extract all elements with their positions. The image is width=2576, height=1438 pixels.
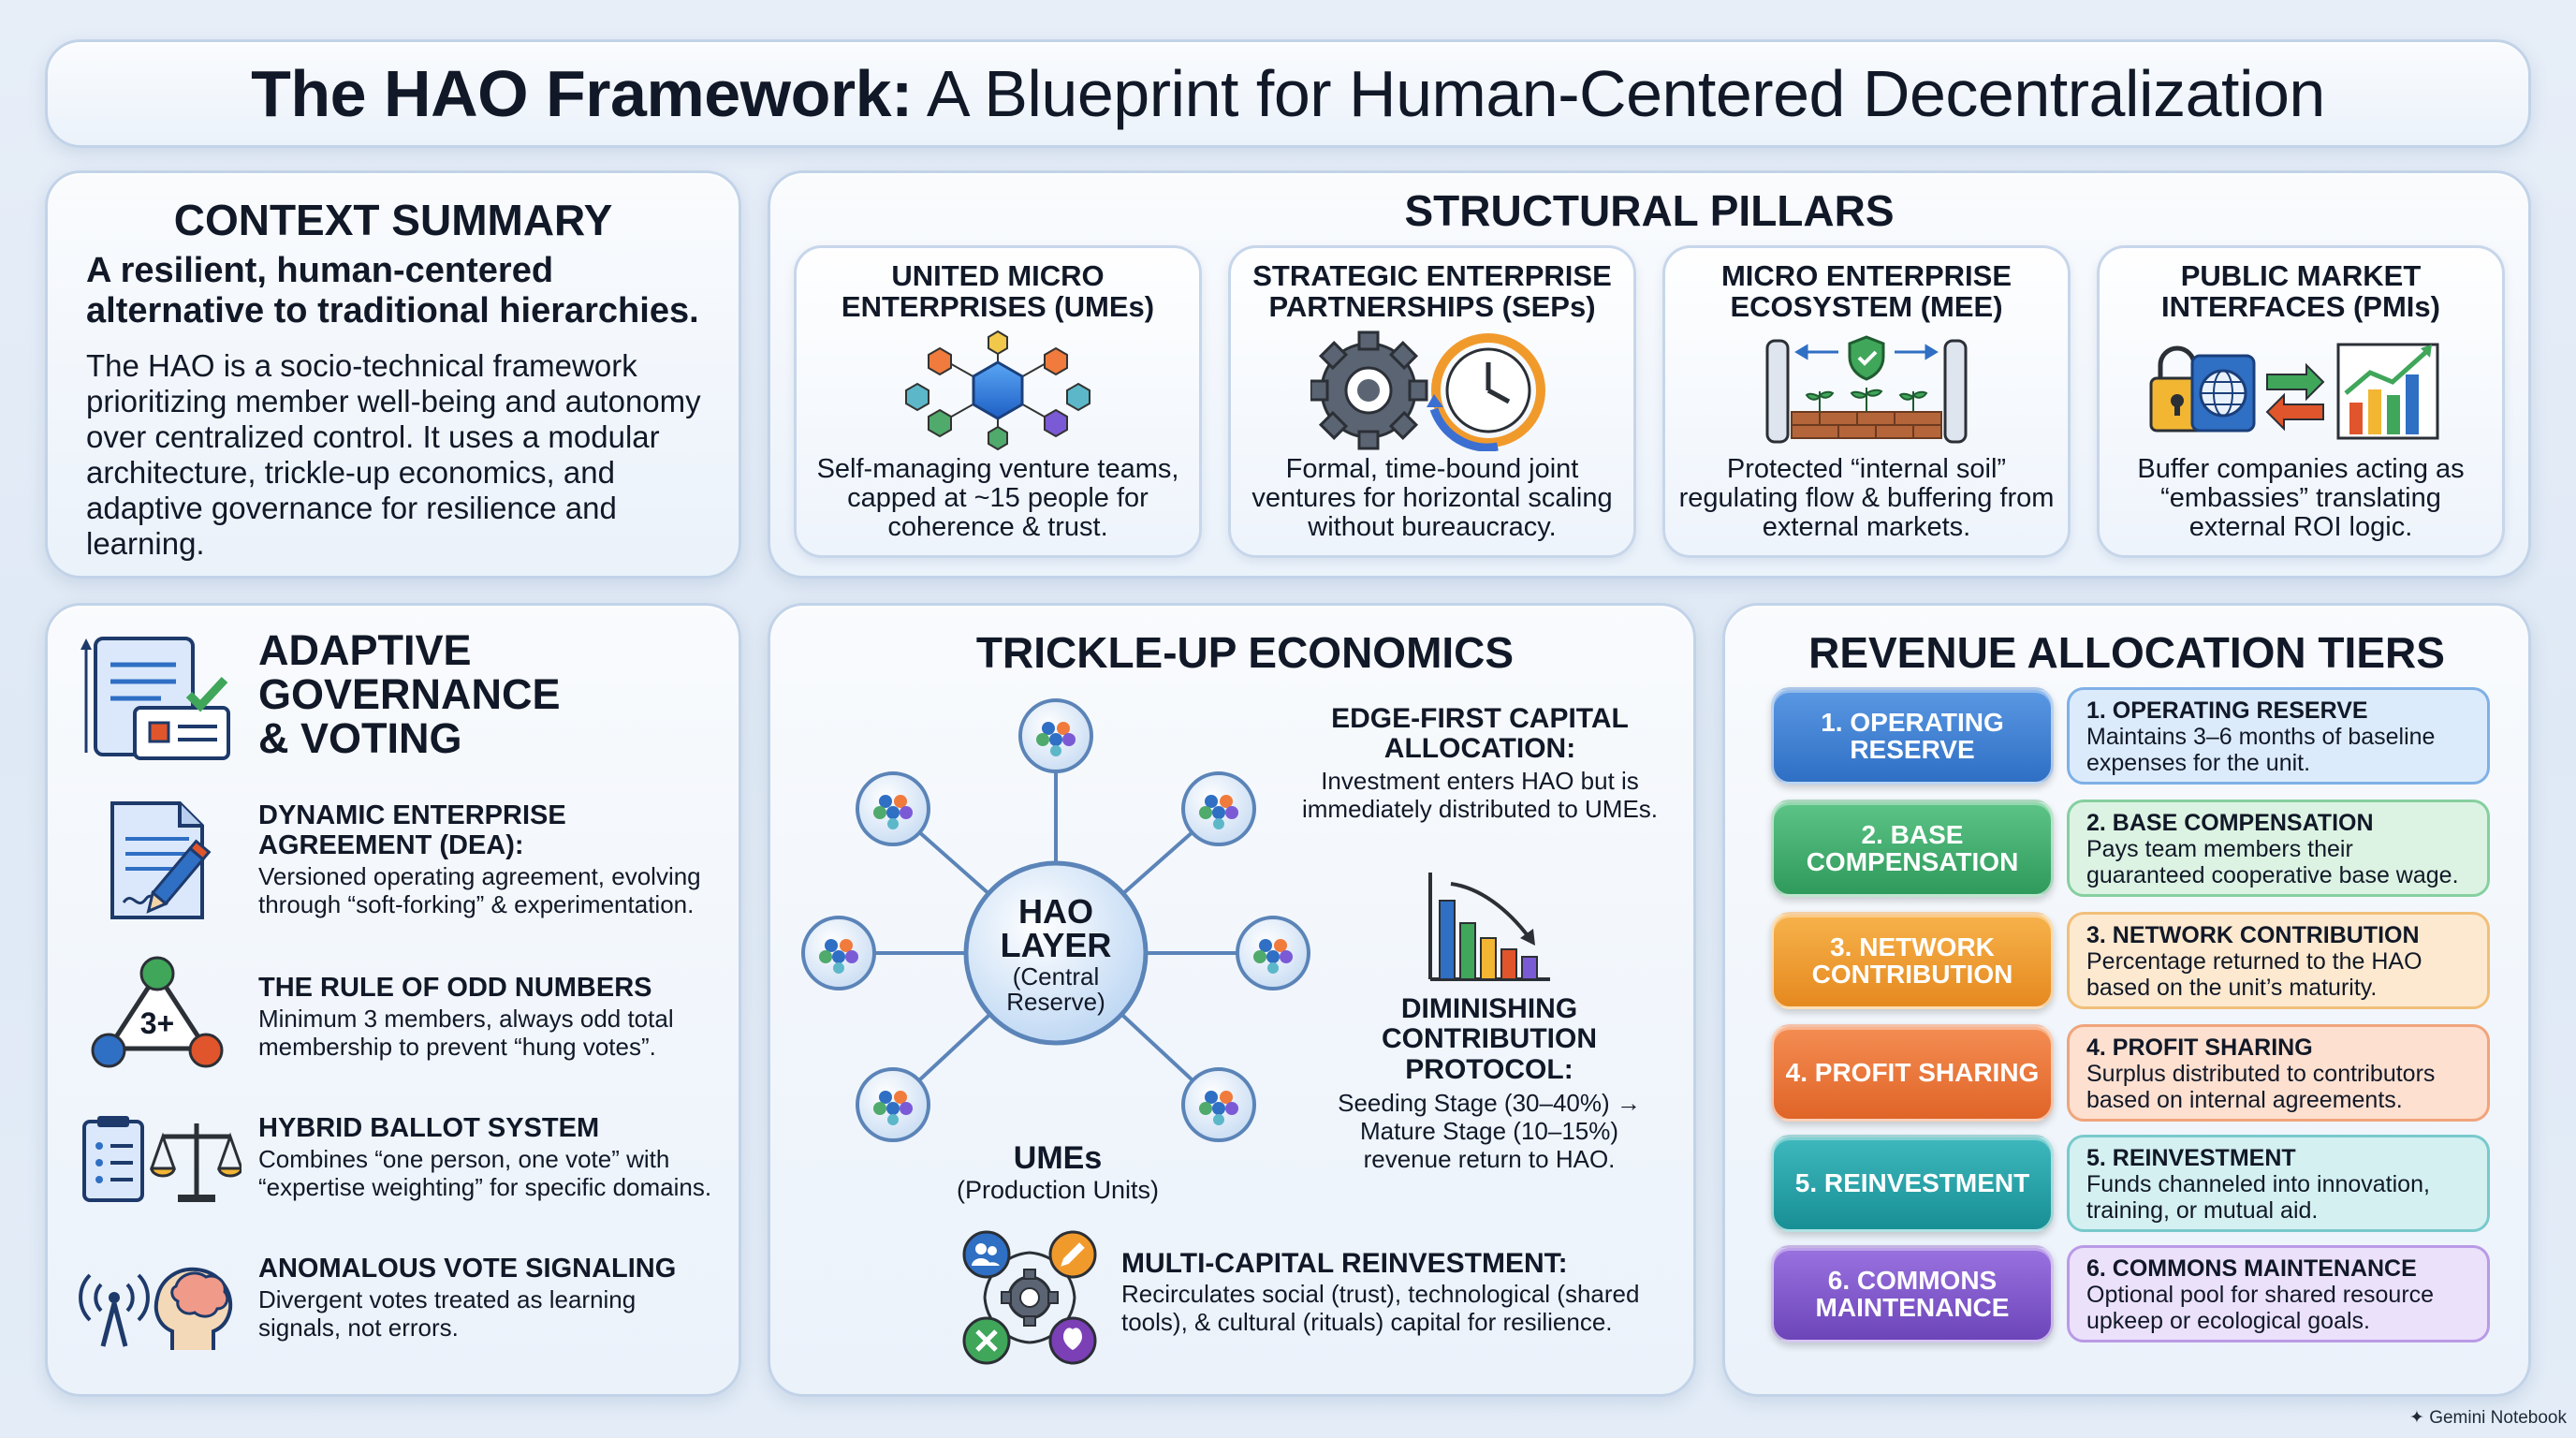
tier-button: 2. BASE COMPENSATION <box>1771 800 2054 897</box>
pillar-desc: Self-managing venture teams, capped at ~… <box>816 454 1179 543</box>
market-interface-icon <box>2149 343 2439 440</box>
multi-capital-title: MULTI-CAPITAL REINVESTMENT: <box>1121 1248 1568 1279</box>
umes-label: UMEs <box>1013 1140 1103 1176</box>
diminishing-chart-icon <box>1428 873 1550 981</box>
hub-subtitle: (Central Reserve) <box>1006 962 1105 1017</box>
ballot-scale-icon <box>82 1116 242 1202</box>
context-body: The HAO is a socio-technical framework p… <box>86 348 701 561</box>
governance-item-desc: Combines “one person, one vote” with “ex… <box>258 1145 712 1201</box>
title-bar: The HAO Framework: A Blueprint for Human… <box>45 39 2531 148</box>
tier-title: 3. NETWORK CONTRIBUTION <box>2086 922 2420 948</box>
governance-item-title: ANOMALOUS VOTE SIGNALING <box>258 1254 677 1284</box>
tier-desc-text: Pays team members their guaranteed coope… <box>2086 836 2459 888</box>
edge-first-desc: Investment enters HAO but is immediately… <box>1301 767 1659 823</box>
governance-item-desc: Minimum 3 members, always odd total memb… <box>258 1005 674 1061</box>
ume-node <box>856 1067 930 1142</box>
tier-button: 6. COMMONS MAINTENANCE <box>1771 1245 2054 1343</box>
governance-item-desc: Versioned operating agreement, evolving … <box>258 862 701 918</box>
umes-sublabel: (Production Units) <box>956 1176 1160 1204</box>
hexagon-cluster-icon <box>905 330 1090 451</box>
tier-button: 5. REINVESTMENT <box>1771 1135 2054 1232</box>
pillar-title: UNITED MICRO ENTERPRISES (UMEs) <box>841 259 1155 324</box>
trickle-heading: TRICKLE-UP ECONOMICS <box>975 628 1515 677</box>
edge-first-title: EDGE-FIRST CAPITAL ALLOCATION: <box>1331 703 1629 765</box>
page-title: The HAO Framework: A Blueprint for Human… <box>251 57 2325 130</box>
tier-title: 4. PROFIT SHARING <box>2086 1034 2313 1061</box>
ume-node <box>1236 916 1310 990</box>
pillar-title: MICRO ENTERPRISE ECOSYSTEM (MEE) <box>1720 259 2012 324</box>
tier-desc-text: Maintains 3–6 months of baseline expense… <box>2086 724 2436 776</box>
diminishing-title: DIMINISHING CONTRIBUTION PROTOCOL: <box>1382 993 1597 1085</box>
ume-node <box>801 916 876 990</box>
tier-title: 1. OPERATING RESERVE <box>2086 697 2368 724</box>
pillar-title: STRATEGIC ENTERPRISE PARTNERSHIPS (SEPs) <box>1252 259 1612 324</box>
brand-footer: ✦ Gemini Notebook <box>2409 1408 2567 1428</box>
ume-node <box>856 771 930 846</box>
governance-item-title: HYBRID BALLOT SYSTEM <box>258 1113 600 1143</box>
multi-capital-desc: Recirculates social (trust), technologic… <box>1121 1280 1640 1336</box>
ume-node <box>1181 771 1256 846</box>
tier-button: 1. OPERATING RESERVE <box>1771 687 2054 785</box>
governance-item-title: THE RULE OF ODD NUMBERS <box>258 973 652 1003</box>
diminishing-desc: Seeding Stage (30–40%) → Mature Stage (1… <box>1338 1089 1641 1173</box>
tier-desc-text: Optional pool for shared resource upkeep… <box>2086 1282 2435 1334</box>
ume-node <box>1018 698 1093 773</box>
tier-desc-text: Funds channeled into innovation, trainin… <box>2086 1171 2430 1224</box>
tier-button: 3. NETWORK CONTRIBUTION <box>1771 912 2054 1009</box>
tier-title: 5. REINVESTMENT <box>2086 1145 2296 1171</box>
multi-capital-icon <box>962 1230 1097 1365</box>
pillar-desc: Formal, time-bound joint ventures for ho… <box>1251 454 1613 543</box>
hao-layer-hub <box>963 860 1149 1046</box>
context-lead: A resilient, human-centered alternative … <box>86 251 699 330</box>
sparkle-icon: ✦ <box>2409 1408 2430 1428</box>
tier-title: 2. BASE COMPENSATION <box>2086 810 2374 836</box>
governance-item-desc: Divergent votes treated as learning sign… <box>258 1285 637 1342</box>
ume-node <box>1181 1067 1256 1142</box>
hub-title: HAO LAYER <box>1000 892 1112 964</box>
pillar-title: PUBLIC MARKET INTERFACES (PMIs) <box>2161 259 2440 324</box>
triangle-3plus-icon: 3+ <box>91 956 224 1068</box>
tier-desc-text: Percentage returned to the HAO based on … <box>2086 948 2422 1001</box>
hub-spoke-diagram <box>801 698 1310 1142</box>
revenue-heading: REVENUE ALLOCATION TIERS <box>1808 628 2445 677</box>
tier-title: 6. COMMONS MAINTENANCE <box>2086 1255 2417 1282</box>
governance-item-title: DYNAMIC ENTERPRISE AGREEMENT (DEA): <box>258 800 566 860</box>
document-checkbox-icon <box>80 637 230 760</box>
tier-button: 4. PROFIT SHARING <box>1771 1024 2054 1122</box>
governance-heading: ADAPTIVE GOVERNANCE & VOTING <box>258 626 561 762</box>
pillar-desc: Protected “internal soil” regulating flo… <box>1678 454 2055 543</box>
protected-soil-icon <box>1765 335 1968 444</box>
signal-head-icon <box>79 1267 233 1350</box>
gear-clock-icon <box>1310 330 1545 451</box>
pillar-desc: Buffer companies acting as “embassies” t… <box>2137 454 2465 543</box>
document-pen-icon <box>110 801 212 919</box>
context-heading: CONTEXT SUMMARY <box>173 196 613 244</box>
svg-text:3+: 3+ <box>140 1006 174 1040</box>
pillars-heading: STRUCTURAL PILLARS <box>1404 186 1895 235</box>
tier-desc-text: Surplus distributed to contributors base… <box>2086 1061 2436 1113</box>
context-summary-panel <box>45 170 741 579</box>
trickle-up-panel <box>768 603 1696 1397</box>
